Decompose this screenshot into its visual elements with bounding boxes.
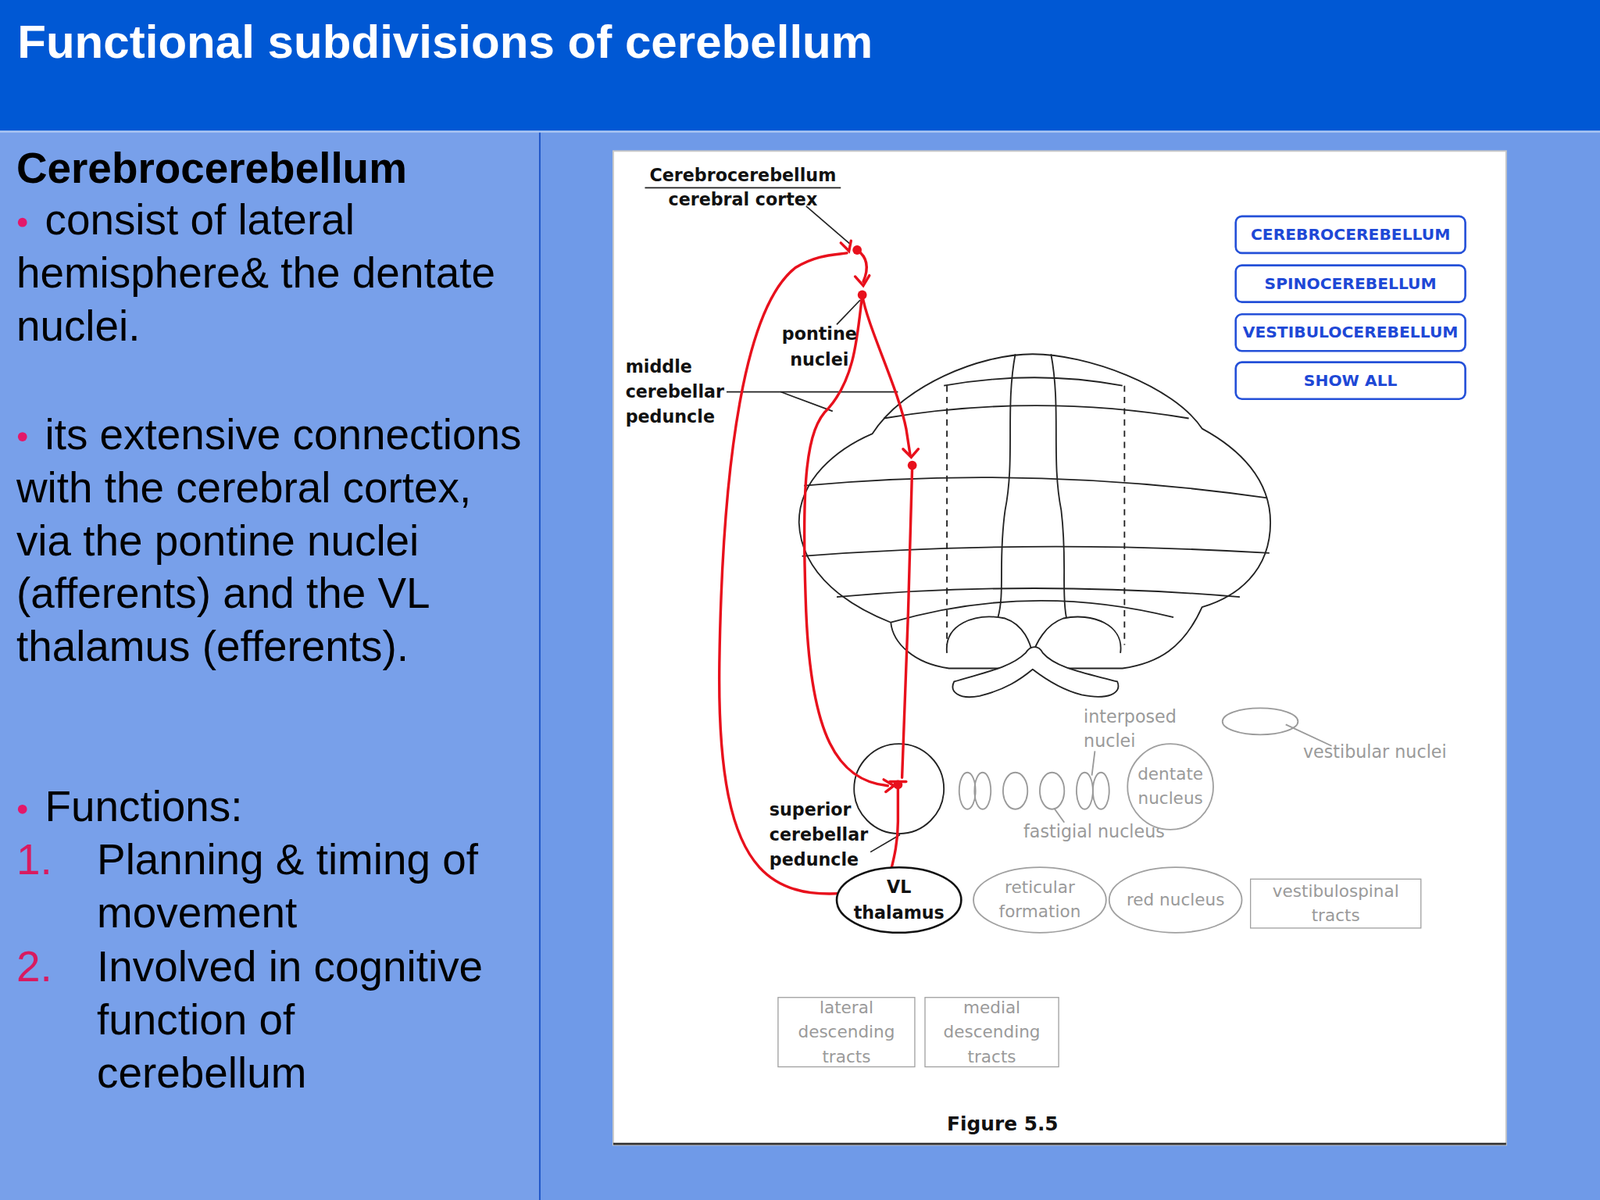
left-panel — [0, 130, 540, 1200]
cerebellum-outline — [799, 353, 1271, 697]
node-text-group: SPINOCEREBELLUM — [1264, 274, 1437, 293]
cerebrocerebellar-pathway — [719, 240, 919, 894]
cerebellar-nuclei — [853, 707, 1332, 834]
tract-box: lateral descending tracts — [777, 996, 915, 1068]
nucleus-ellipse: reticular formation — [972, 866, 1108, 934]
node-text: reticular formation — [986, 875, 1093, 925]
label-block: 1. — [16, 833, 88, 887]
label-block: vestibular nuclei — [1303, 739, 1508, 765]
list-number: 2. — [16, 942, 53, 991]
toggle-button: CEREBROCEREBELLUM — [1234, 215, 1466, 255]
figure-label: cerebral cortex — [667, 189, 818, 210]
node-text-group: lateral descending tracts — [792, 995, 900, 1069]
leader-lines — [644, 187, 900, 852]
figure-label: Cerebrocerebellum — [649, 165, 836, 186]
tract-box: medial descending tracts — [924, 996, 1059, 1068]
list-text: Involved in cognitive function of cerebe… — [96, 942, 483, 1097]
bullet-dot — [17, 432, 28, 442]
node-text-group: VL thalamus — [853, 874, 945, 925]
bullet-text: its extensive connections with the cereb… — [16, 410, 522, 671]
node-text: vestibulospinal tracts — [1265, 878, 1407, 929]
bullet-dot — [17, 217, 28, 228]
bullet-dot — [16, 426, 46, 447]
label-block: pontine nuclei — [772, 321, 867, 372]
figure-number: Figure 5.5 — [946, 1112, 1059, 1136]
header-rule — [0, 130, 1600, 133]
bullet-text: Functions: — [44, 782, 243, 831]
label-block: cerebral cortex — [620, 186, 865, 212]
nucleus-label: vestibular nuclei — [1303, 742, 1447, 763]
ellipse-outline — [1127, 743, 1214, 830]
bullet-dot — [16, 799, 46, 820]
node-text-group: red nucleus — [1126, 887, 1225, 912]
toggle-button: SHOW ALL — [1234, 360, 1466, 400]
label-block: middle cerebellar peduncle — [625, 353, 749, 429]
slide-title: Functional subdivisions of cerebellum — [17, 14, 873, 70]
bullet-dot — [16, 212, 46, 233]
label-block: superior cerebellar peduncle — [769, 796, 893, 872]
tract-box: vestibulospinal tracts — [1250, 878, 1422, 929]
header-band — [0, 0, 1600, 131]
figure-label: middle cerebellar peduncle — [625, 356, 725, 427]
node-text: lateral descending tracts — [792, 995, 900, 1069]
label-block: fastigial nucleus — [1023, 819, 1228, 844]
label-block: its extensive connections with the cereb… — [16, 407, 533, 674]
nucleus-ellipse: red nucleus — [1107, 866, 1243, 934]
node-text: medial descending tracts — [939, 995, 1044, 1069]
list-number: 1. — [16, 835, 53, 884]
ellipse-outline — [835, 866, 963, 934]
nucleus-label: fastigial nucleus — [1023, 821, 1165, 842]
label-block: Functions: — [16, 780, 533, 834]
list-text: Planning & timing of movement — [96, 835, 479, 937]
section-heading: Cerebrocerebellum — [16, 143, 408, 192]
node-text: VESTIBULOCEREBELLUM — [1242, 323, 1459, 343]
node-text: CEREBROCEREBELLUM — [1250, 225, 1450, 245]
panel-divider — [539, 132, 541, 1200]
label-block: Planning & timing of movement — [96, 833, 500, 940]
bullet-text: consist of lateral hemisphere& the denta… — [16, 196, 496, 350]
node-text-group: reticular formation — [986, 875, 1093, 925]
label-block: 2. — [16, 940, 88, 994]
node-text: VL thalamus — [853, 874, 945, 925]
node-text: SHOW ALL — [1303, 371, 1398, 390]
label-block: Cerebrocerebellum — [620, 163, 865, 189]
nucleus-ellipse: VL thalamus — [835, 866, 963, 934]
figure-bottom-rule — [613, 1142, 1507, 1146]
node-text-group: dentate nucleus — [1137, 762, 1204, 812]
node-text-group: CEREBROCEREBELLUM — [1250, 225, 1450, 245]
ellipse-outline — [1126, 742, 1215, 831]
label-block: Cerebrocerebellum — [16, 142, 533, 196]
neuron-cell-bodies — [852, 245, 917, 893]
ellipse-outline — [973, 867, 1107, 933]
node-text: dentate nucleus — [1137, 762, 1204, 812]
label-block: Figure 5.5 — [946, 1110, 1151, 1136]
toggle-button: SPINOCEREBELLUM — [1234, 264, 1466, 304]
figure-label: superior cerebellar peduncle — [769, 799, 868, 870]
bullet-dot — [17, 804, 28, 815]
node-text-group: SHOW ALL — [1303, 371, 1398, 390]
node-text-group: medial descending tracts — [939, 995, 1044, 1069]
figure-panel — [613, 150, 1507, 1145]
node-text: red nucleus — [1126, 887, 1225, 912]
ellipse-outline — [836, 867, 961, 933]
ellipse-outline — [972, 866, 1108, 934]
node-text-group: VESTIBULOCEREBELLUM — [1242, 323, 1459, 343]
figure-label: pontine nuclei — [782, 323, 858, 369]
label-block: Involved in cognitive function of cerebe… — [96, 940, 500, 1100]
nucleus-ellipse: dentate nucleus — [1126, 742, 1215, 831]
toggle-button: VESTIBULOCEREBELLUM — [1234, 313, 1466, 353]
node-text: SPINOCEREBELLUM — [1264, 274, 1437, 293]
label-block: consist of lateral hemisphere& the denta… — [16, 193, 533, 354]
node-text-group: vestibulospinal tracts — [1265, 878, 1407, 929]
ellipse-outline — [1109, 867, 1243, 933]
